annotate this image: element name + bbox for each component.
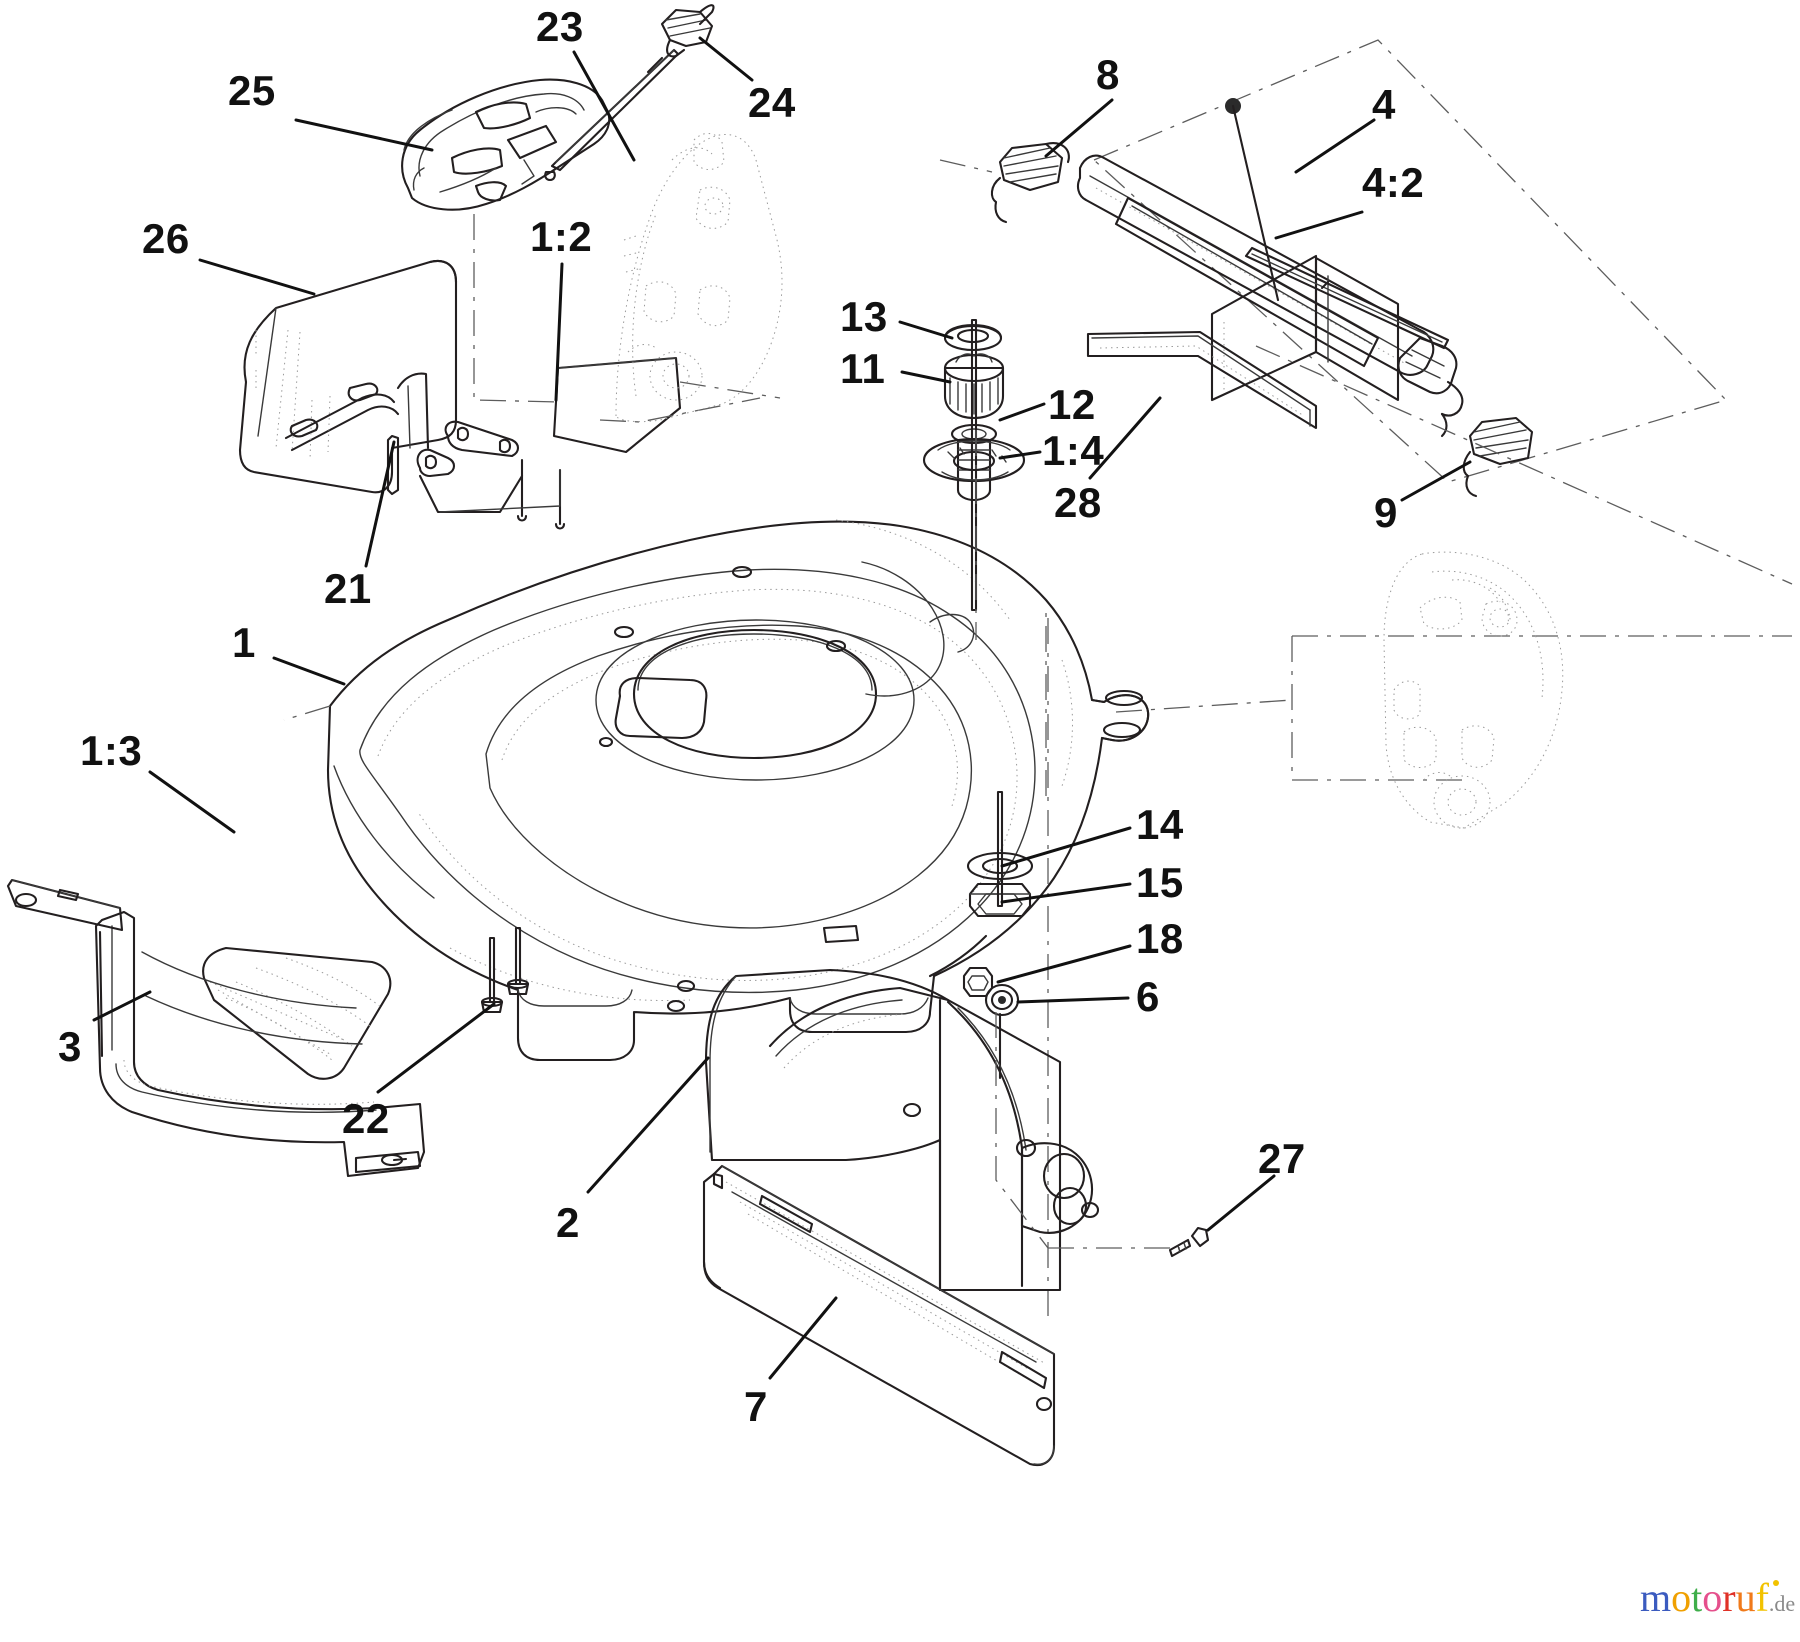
part-14-flat-washer [966, 851, 1034, 881]
callout-15: 15 [1136, 859, 1184, 906]
callout-8: 8 [1096, 51, 1120, 98]
part-26-side-discharge-deflector [238, 260, 458, 494]
assembly-phantom-lines [283, 159, 1293, 1249]
part-2-rear-discharge-chute [704, 968, 1100, 1292]
right-bracket-assembly [1291, 551, 1792, 829]
part-1-3-decal [202, 946, 392, 1080]
part-21-link-rod [386, 420, 566, 530]
callout-14: 14 [1136, 801, 1184, 848]
part-12-spindle-shaft [950, 318, 998, 612]
part-4-2-cable-tie [1244, 246, 1450, 350]
part-23-rod-link [544, 48, 680, 182]
part-8-extension-spring [990, 142, 1070, 224]
part-9-extension-spring [1255, 345, 1793, 585]
part-25-handle-grip-cover [401, 78, 611, 211]
callout-24: 24 [748, 79, 796, 126]
callout-21: 21 [324, 565, 372, 612]
callout-4: 4 [1372, 81, 1396, 128]
logo-dot [1773, 1580, 1779, 1586]
part-4-cable-assembly [1076, 39, 1728, 483]
callout-9: 9 [1374, 489, 1398, 536]
callout-27: 27 [1258, 1135, 1306, 1182]
part-22-carriage-bolts [480, 926, 530, 1014]
upper-bracket-detail [615, 133, 783, 423]
callout-1-4: 1:4 [1042, 427, 1105, 474]
part-11-pulley-cover [943, 353, 1005, 420]
callout-1-3: 1:3 [80, 727, 143, 774]
callout-25: 25 [228, 67, 276, 114]
logo-letter-o2: o [1702, 1575, 1723, 1620]
callout-6: 6 [1136, 973, 1160, 1020]
logo-letter-r: r [1722, 1575, 1736, 1620]
callout-12: 12 [1048, 381, 1096, 428]
callout-1: 1 [232, 619, 256, 666]
callout-23: 23 [536, 3, 584, 50]
part-1-housing-deck [326, 519, 1150, 1062]
logo-letter-f: f [1755, 1575, 1769, 1620]
part-24-torsion-spring [660, 4, 715, 58]
logo-letter-t: t [1691, 1575, 1703, 1620]
callout-26: 26 [142, 215, 190, 262]
part-1-2-deflector-plate [552, 356, 761, 454]
part-6-shoulder-bolt [984, 983, 1020, 1080]
callout-4-2: 4:2 [1362, 159, 1425, 206]
callout-11: 11 [840, 345, 886, 392]
logo-letter-m: m [1640, 1575, 1672, 1620]
callout-2: 2 [556, 1199, 580, 1246]
logo-letter-o1: o [1671, 1575, 1692, 1620]
callout-18: 18 [1136, 915, 1184, 962]
callout-22: 22 [342, 1095, 390, 1142]
part-15-hex-nut [968, 790, 1032, 918]
callout-3: 3 [58, 1023, 82, 1070]
part-27-screw [1048, 1226, 1210, 1258]
logo-suffix: .de [1768, 1591, 1796, 1616]
callout-1-2: 1:2 [530, 213, 593, 260]
logo-letter-u: u [1735, 1575, 1756, 1620]
part-28-support-bar [1086, 330, 1318, 430]
callout-28: 28 [1054, 479, 1102, 526]
motoruf-logo: motoruf.de [1640, 1578, 1795, 1618]
callout-7: 7 [744, 1383, 768, 1430]
callout-13: 13 [840, 293, 888, 340]
part-7-rear-door-flap [702, 1164, 1056, 1466]
part-1-4-decal-washer [922, 437, 1026, 483]
